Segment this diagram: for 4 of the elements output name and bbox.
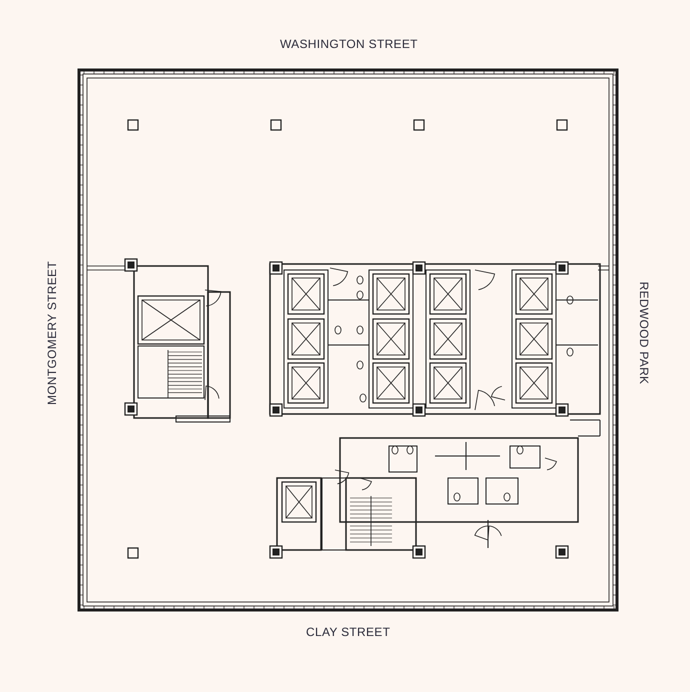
street-label: WASHINGTON STREET — [280, 37, 418, 51]
street-label: REDWOOD PARK — [637, 282, 651, 384]
street-label: CLAY STREET — [306, 625, 390, 639]
street-label: MONTGOMERY STREET — [45, 261, 59, 405]
